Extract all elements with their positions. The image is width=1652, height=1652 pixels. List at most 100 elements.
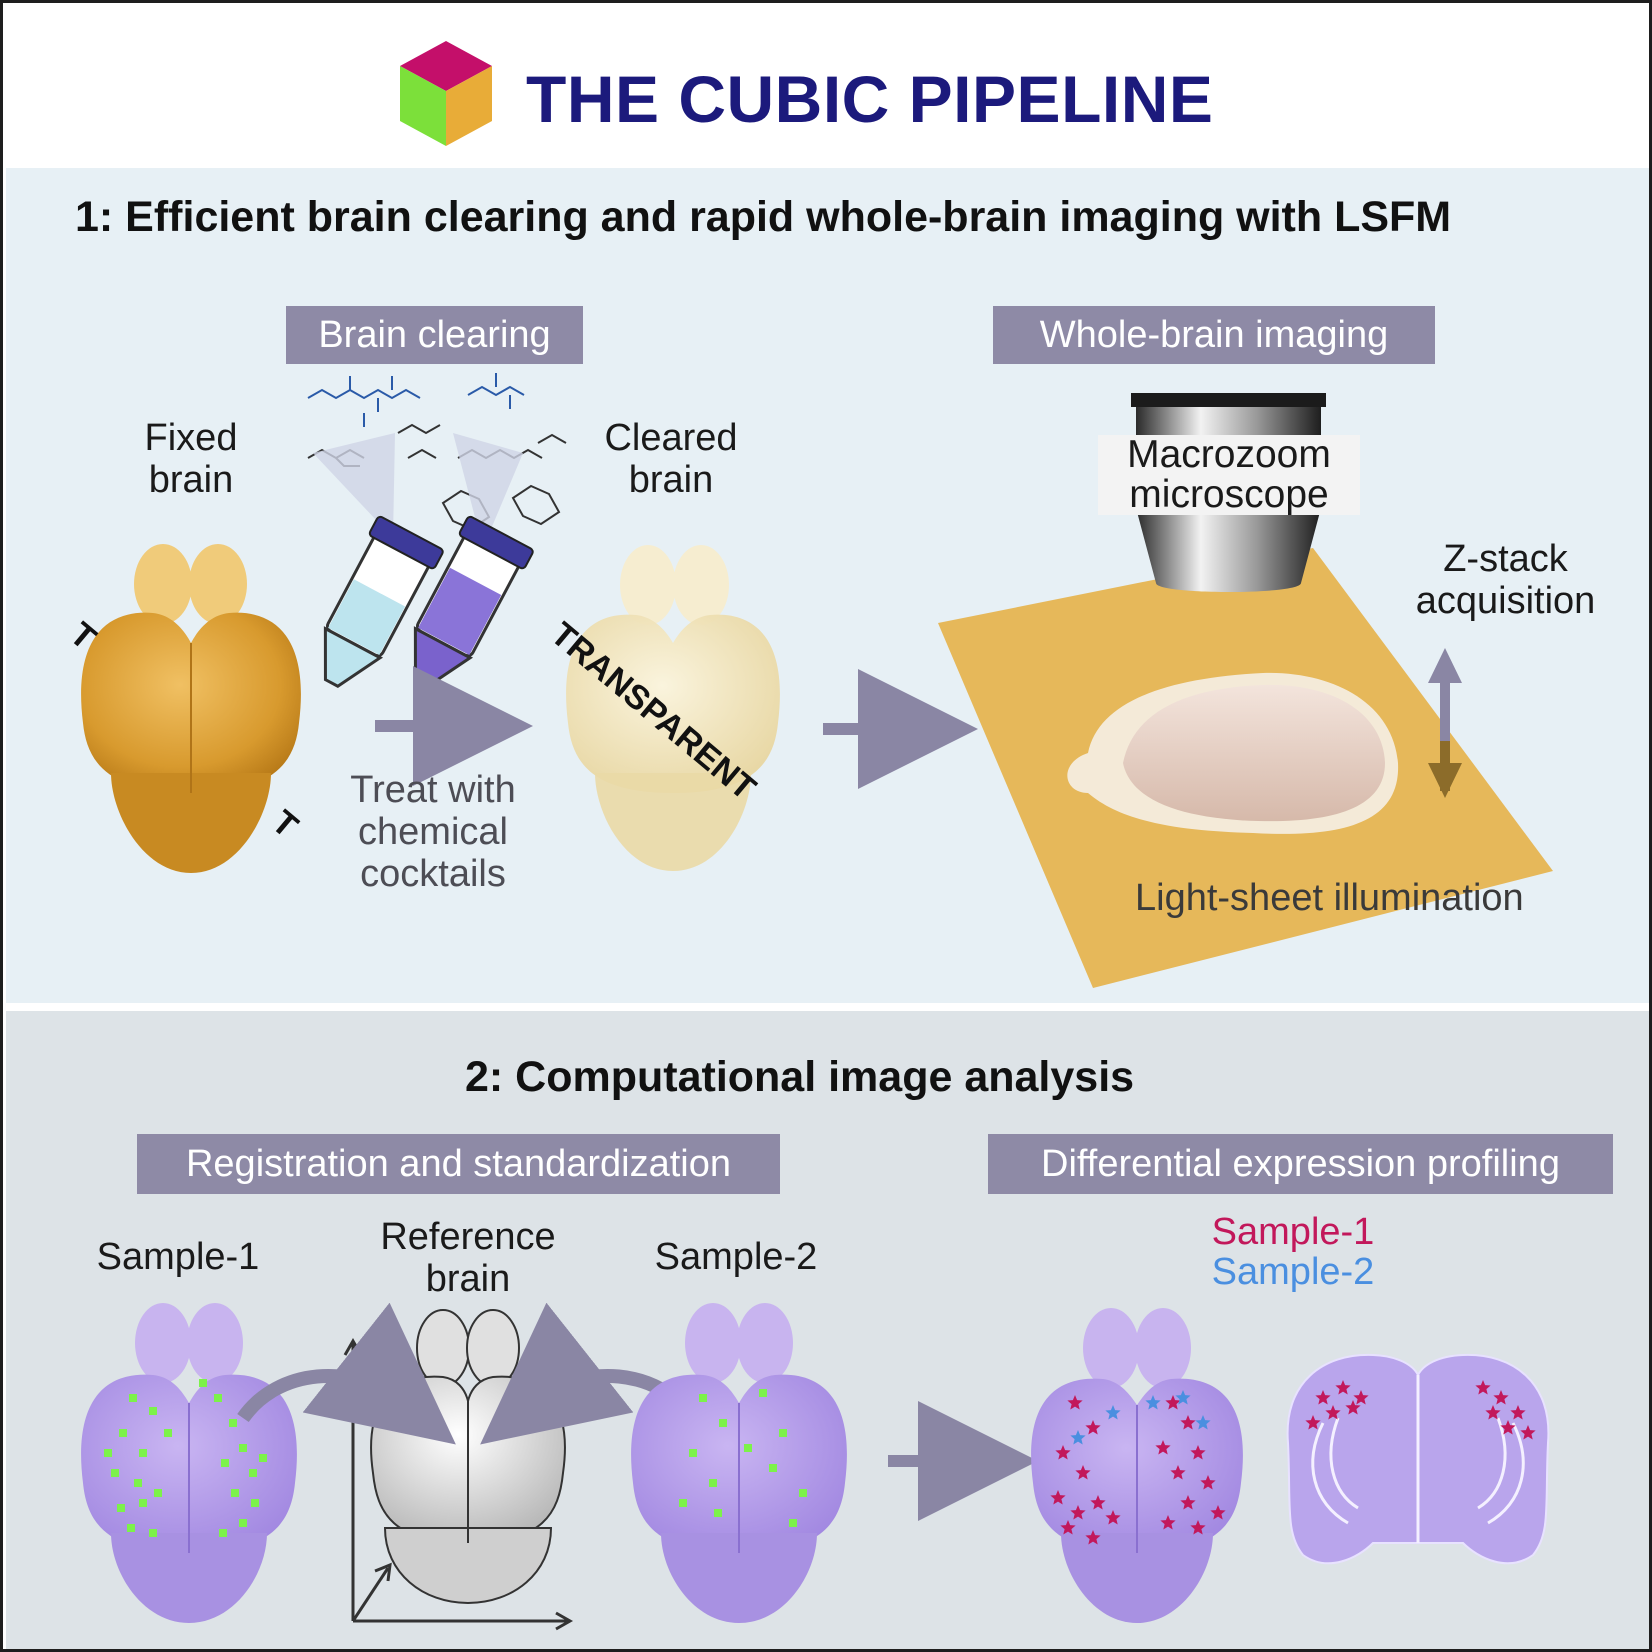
star-marker [1085,1420,1101,1435]
marker [104,1449,112,1457]
marker [229,1419,237,1427]
diagram-artwork [81,41,1553,1631]
coronal-section-icon [1286,1353,1550,1565]
cleared-brain-sagittal-icon [1067,672,1399,834]
sample-2-green-markers [679,1389,807,1527]
reference-brain-icon [370,1309,566,1605]
star-marker [1090,1495,1106,1510]
marker [221,1459,229,1467]
star-marker [1155,1440,1171,1455]
star-marker [1170,1465,1186,1480]
marker [149,1529,157,1537]
star-marker [1075,1465,1091,1480]
section-1-heading: 1: Efficient brain clearing and rapid wh… [75,193,1452,241]
star-marker [1145,1395,1161,1410]
star-marker [1315,1390,1331,1405]
marker [789,1519,797,1527]
page-title: THE CUBIC PIPELINE [526,62,1214,136]
marker [111,1469,119,1477]
marker [127,1524,135,1532]
star-marker [1105,1405,1121,1420]
sample-1-star-markers [1050,1390,1226,1545]
marker [699,1394,707,1402]
star-marker [1510,1405,1526,1420]
marker [239,1444,247,1452]
light-sheet-label: Light-sheet illumination [1135,877,1524,919]
star-marker [1070,1430,1086,1445]
marker [164,1429,172,1437]
marker [719,1419,727,1427]
marker [744,1444,752,1452]
star-marker [1180,1495,1196,1510]
legend-sample-2: Sample-2 [1211,1251,1375,1293]
coronal-star-markers [1305,1380,1536,1440]
star-marker [1190,1520,1206,1535]
star-marker [1345,1400,1361,1415]
marker [251,1499,259,1507]
marker [231,1489,239,1497]
marker [714,1509,722,1517]
marker [709,1479,717,1487]
sample-1-brain-icon [81,1303,297,1623]
star-marker [1160,1515,1176,1530]
star-marker [1175,1390,1191,1405]
marker [779,1429,787,1437]
marker [134,1479,142,1487]
marker [259,1454,267,1462]
sample-2-brain-icon [631,1303,847,1623]
star-marker [1195,1415,1211,1430]
marker [219,1529,227,1537]
arrow-sample1-to-reference [237,1302,456,1445]
marker [199,1379,207,1387]
sample-1-label: Sample-1 [96,1236,260,1278]
brain-clearing-tag: Brain clearing [286,306,583,364]
marker [139,1449,147,1457]
star-marker [1210,1505,1226,1520]
star-marker [1353,1390,1369,1405]
star-marker [1067,1395,1083,1410]
star-marker [1055,1445,1071,1460]
star-marker [1180,1415,1196,1430]
star-marker [1500,1420,1516,1435]
marker [154,1489,162,1497]
marker [759,1389,767,1397]
registration-tag: Registration and standardization [137,1134,780,1194]
profiling-tag: Differential expression profiling [988,1134,1613,1194]
legend-sample-1: Sample-1 [1211,1211,1375,1253]
marker [249,1469,257,1477]
star-marker [1325,1405,1341,1420]
marker [117,1504,125,1512]
sample-2-label: Sample-2 [654,1236,818,1278]
star-marker [1050,1490,1066,1505]
star-marker [1493,1390,1509,1405]
marker [129,1394,137,1402]
treatment-wedges-icon [313,433,523,548]
star-marker [1335,1380,1351,1395]
marker [119,1429,127,1437]
star-marker [1190,1445,1206,1460]
star-marker [1060,1520,1076,1535]
marker [239,1519,247,1527]
marker [799,1489,807,1497]
star-marker [1165,1395,1181,1410]
profiling-brain-icon [1031,1308,1243,1623]
star-marker [1520,1425,1536,1440]
marker [214,1394,222,1402]
molecule-structures-icon [307,373,525,427]
star-marker [1485,1405,1501,1420]
section-2-heading: 2: Computational image analysis [465,1053,1135,1101]
z-stack-arrow-icon [1428,648,1462,798]
marker [679,1499,687,1507]
star-marker [1070,1505,1086,1520]
reagent-tube-2-icon [413,515,534,688]
marker [769,1464,777,1472]
sample-1-green-markers [104,1379,267,1537]
star-marker [1105,1510,1121,1525]
cleared-brain-icon [566,545,780,871]
star-marker [1305,1415,1321,1430]
